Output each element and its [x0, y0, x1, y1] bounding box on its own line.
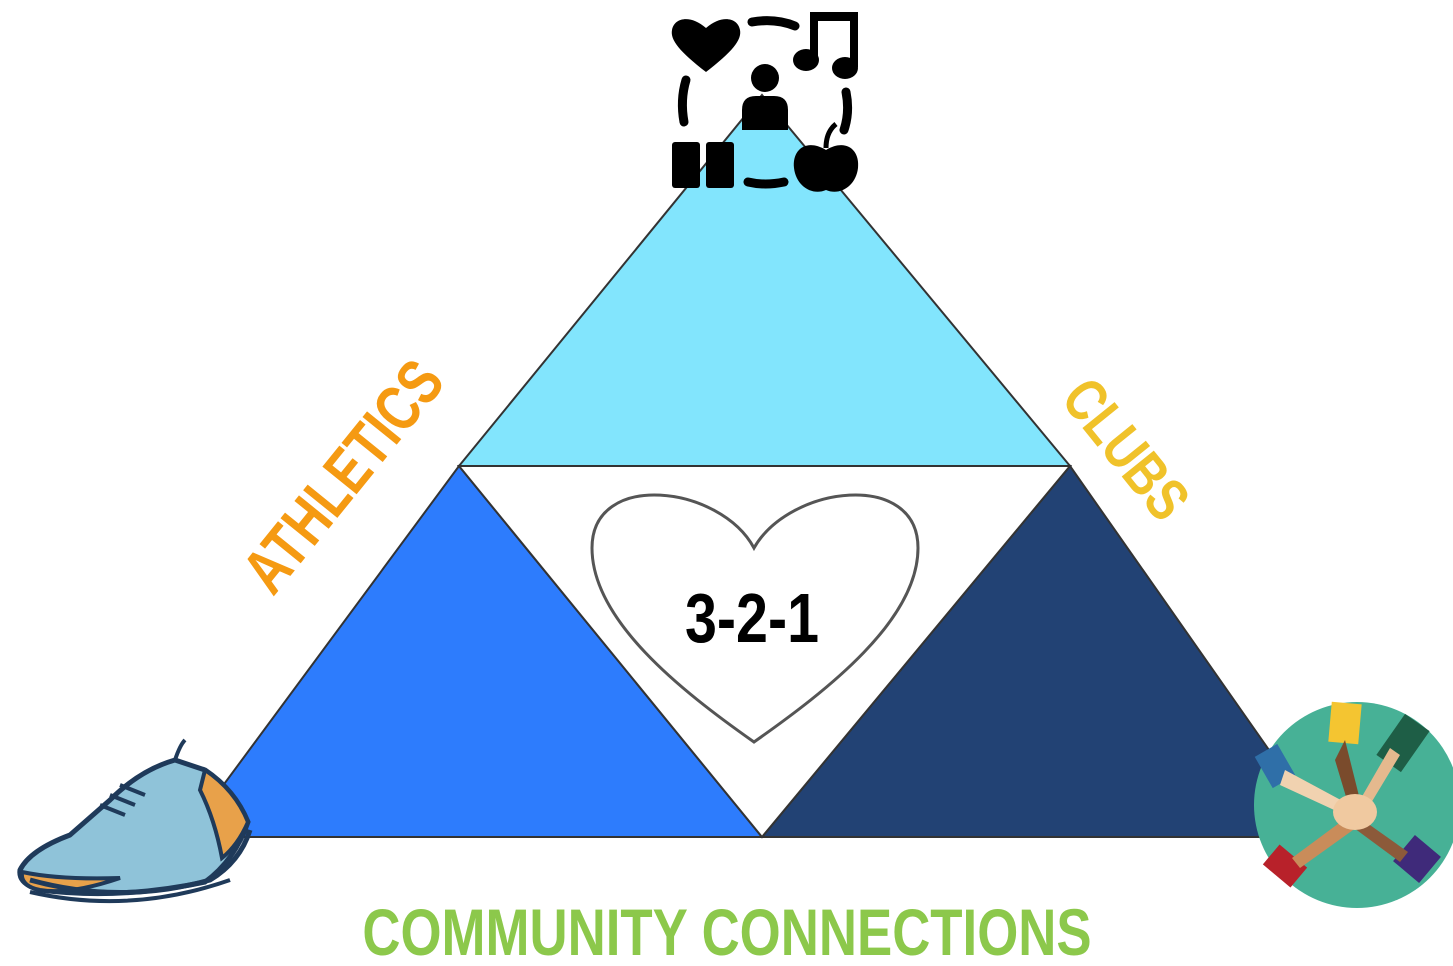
hands-together-icon	[1254, 701, 1453, 908]
apple-icon	[793, 122, 859, 192]
community-connections-label: COMMUNITY CONNECTIONS	[362, 895, 1091, 966]
top-triangle	[456, 93, 1073, 467]
activities-icon	[671, 12, 859, 192]
center-label: 3-2-1	[685, 579, 819, 658]
heart-shape	[590, 493, 920, 744]
person-icon	[742, 64, 788, 130]
music-note-icon	[793, 12, 858, 79]
sneaker-icon	[17, 738, 253, 904]
heart-icon	[671, 19, 741, 72]
book-icon	[672, 142, 734, 188]
